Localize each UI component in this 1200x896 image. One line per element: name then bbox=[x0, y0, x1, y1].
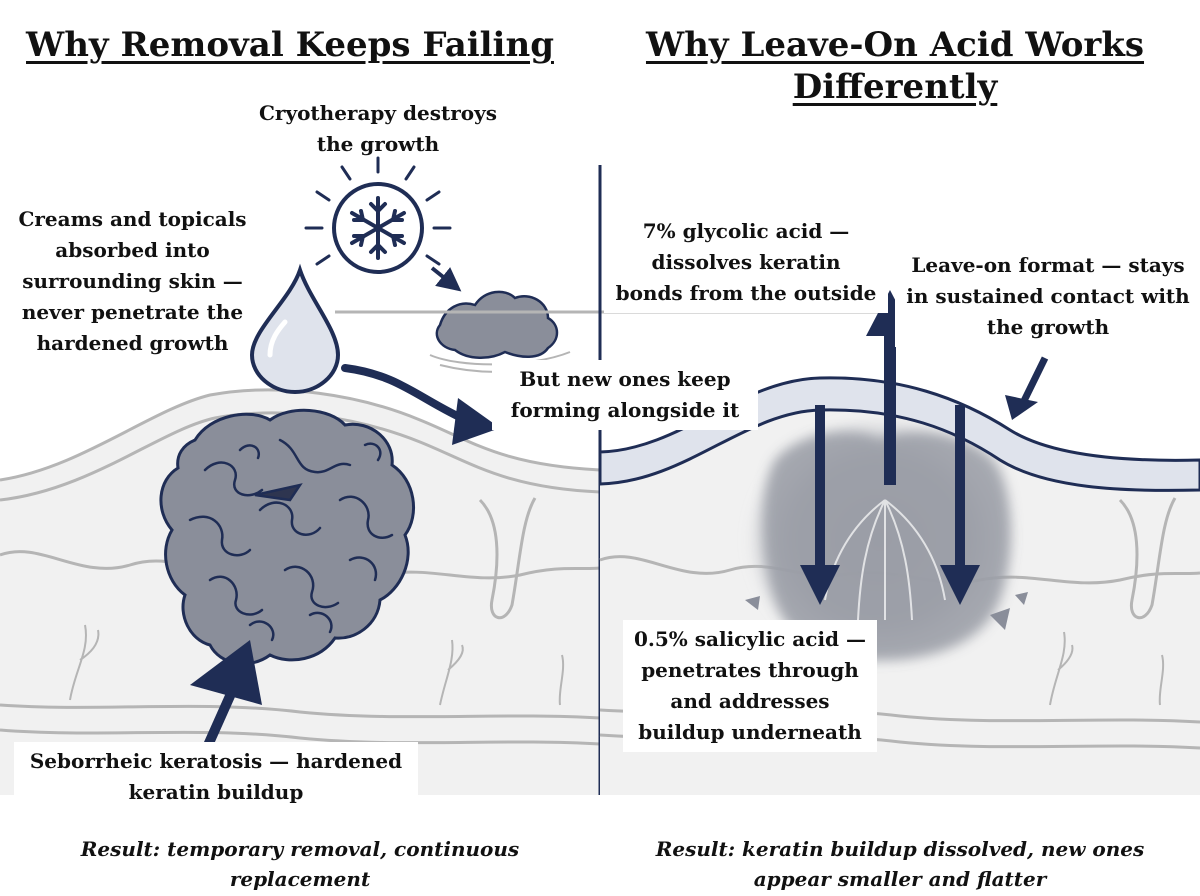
leave-on-label-line: Leave-on format — stays bbox=[911, 253, 1185, 277]
keratosis-growth bbox=[159, 408, 416, 666]
glycolic-label-line: 7% glycolic acid — bbox=[642, 219, 850, 243]
leave-on-arrow-icon bbox=[1005, 356, 1049, 420]
salicylic-label-line: and addresses bbox=[670, 689, 830, 713]
salicylic-label: 0.5% salicylic acid — penetrates through… bbox=[623, 620, 877, 752]
leave-on-label: Leave-on format — stays in sustained con… bbox=[895, 246, 1200, 347]
creams-label-line: never penetrate the bbox=[21, 300, 244, 324]
leave-on-label-line: the growth bbox=[986, 315, 1110, 339]
right-result-line: appear smaller and flatter bbox=[753, 867, 1047, 891]
curved-arrow-icon bbox=[341, 364, 474, 426]
keratosis-label: Seborrheic keratosis — hardened keratin … bbox=[14, 742, 418, 812]
new-ones-label: But new ones keep forming alongside it bbox=[492, 360, 758, 430]
right-result-line: Result: keratin buildup dissolved, new o… bbox=[655, 837, 1145, 861]
left-result: Result: temporary removal, continuous re… bbox=[20, 834, 580, 894]
right-panel-title: Why Leave-On Acid Works Differently bbox=[600, 24, 1190, 108]
keratosis-label-line: keratin buildup bbox=[128, 780, 304, 804]
keratosis-pointer-head-icon bbox=[190, 640, 262, 705]
glycolic-label-line: bonds from the outside bbox=[615, 281, 877, 305]
left-result-line: Result: temporary removal, continuous bbox=[80, 837, 520, 861]
droplet-icon bbox=[249, 263, 341, 395]
new-ones-label-line: forming alongside it bbox=[510, 398, 740, 422]
left-result-line: replacement bbox=[229, 867, 371, 891]
right-title-line: Why Leave-On Acid Works bbox=[645, 25, 1145, 65]
salicylic-label-line: penetrates through bbox=[641, 658, 859, 682]
curved-arrowhead-icon bbox=[452, 398, 500, 445]
salicylic-label-line: buildup underneath bbox=[638, 720, 862, 744]
left-panel-title: Why Removal Keeps Failing bbox=[26, 25, 554, 65]
keratosis-label-line: Seborrheic keratosis — hardened bbox=[29, 749, 403, 773]
cryotherapy-label-line: the growth bbox=[316, 132, 440, 156]
creams-label: Creams and topicals absorbed into surrou… bbox=[0, 204, 265, 359]
salicylic-arrow-left-icon bbox=[800, 405, 840, 605]
right-title-line: Differently bbox=[792, 67, 998, 107]
creams-label-line: hardened growth bbox=[36, 331, 229, 355]
snowflake-icon bbox=[304, 156, 452, 274]
creams-label-line: absorbed into bbox=[55, 238, 210, 262]
creams-label-line: surrounding skin — bbox=[22, 269, 243, 293]
glycolic-label-line: dissolves keratin bbox=[651, 250, 841, 274]
cryotherapy-label-line: Cryotherapy destroys bbox=[259, 101, 497, 125]
salicylic-label-line: 0.5% salicylic acid — bbox=[634, 627, 866, 651]
creams-label-line: Creams and topicals bbox=[18, 207, 247, 231]
cryotherapy-label: Cryotherapy destroys the growth bbox=[238, 98, 518, 160]
cryo-arrow-icon bbox=[430, 266, 462, 292]
right-result: Result: keratin buildup dissolved, new o… bbox=[610, 834, 1190, 894]
leave-on-label-line: in sustained contact with bbox=[906, 284, 1190, 308]
new-ones-label-line: But new ones keep bbox=[519, 367, 731, 391]
salicylic-arrow-right-icon bbox=[940, 405, 980, 605]
glycolic-label: 7% glycolic acid — dissolves keratin bon… bbox=[604, 212, 888, 313]
